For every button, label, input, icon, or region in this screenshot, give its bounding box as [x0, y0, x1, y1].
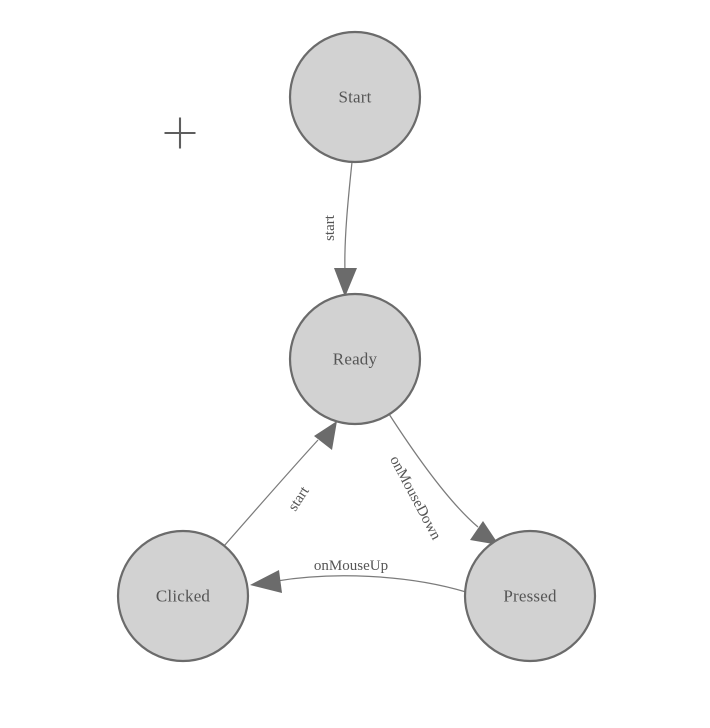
edge-ready-to-pressed[interactable]	[388, 413, 499, 545]
arrowhead-into-ready-from-clicked	[314, 421, 337, 450]
edge-pressed-to-clicked[interactable]	[250, 570, 467, 593]
edge-path-pressed-to-clicked	[276, 575, 467, 593]
node-pressed-label: Pressed	[503, 587, 557, 606]
edge-clicked-to-ready[interactable]	[223, 421, 337, 547]
node-pressed[interactable]: Pressed	[463, 529, 597, 663]
plus-marker-icon	[164, 117, 196, 149]
node-ready-label: Ready	[333, 350, 378, 369]
node-clicked[interactable]: Clicked	[116, 529, 250, 663]
edge-label-ready-to-pressed: onMouseDown	[386, 453, 444, 543]
node-ready-circle	[288, 292, 422, 426]
edge-label-start-to-ready: start	[322, 214, 338, 241]
edge-start-to-ready[interactable]	[334, 161, 357, 297]
edge-label-pressed-to-clicked: onMouseUp	[314, 558, 388, 574]
node-pressed-circle	[463, 529, 597, 663]
node-start-label: Start	[338, 88, 371, 107]
edge-path-start-to-ready	[344, 161, 353, 273]
node-clicked-circle	[116, 529, 250, 663]
arrowhead-into-ready-from-start	[334, 268, 357, 297]
edge-path-ready-to-pressed	[388, 413, 479, 528]
edge-path-clicked-to-ready	[223, 439, 319, 547]
node-start[interactable]: Start	[288, 30, 422, 164]
arrowhead-into-pressed	[470, 521, 499, 545]
node-ready[interactable]: Ready	[288, 292, 422, 426]
edge-label-clicked-to-ready: start	[285, 483, 313, 514]
arrowhead-into-clicked	[250, 570, 282, 593]
node-start-circle	[288, 30, 422, 164]
node-clicked-label: Clicked	[156, 587, 211, 606]
